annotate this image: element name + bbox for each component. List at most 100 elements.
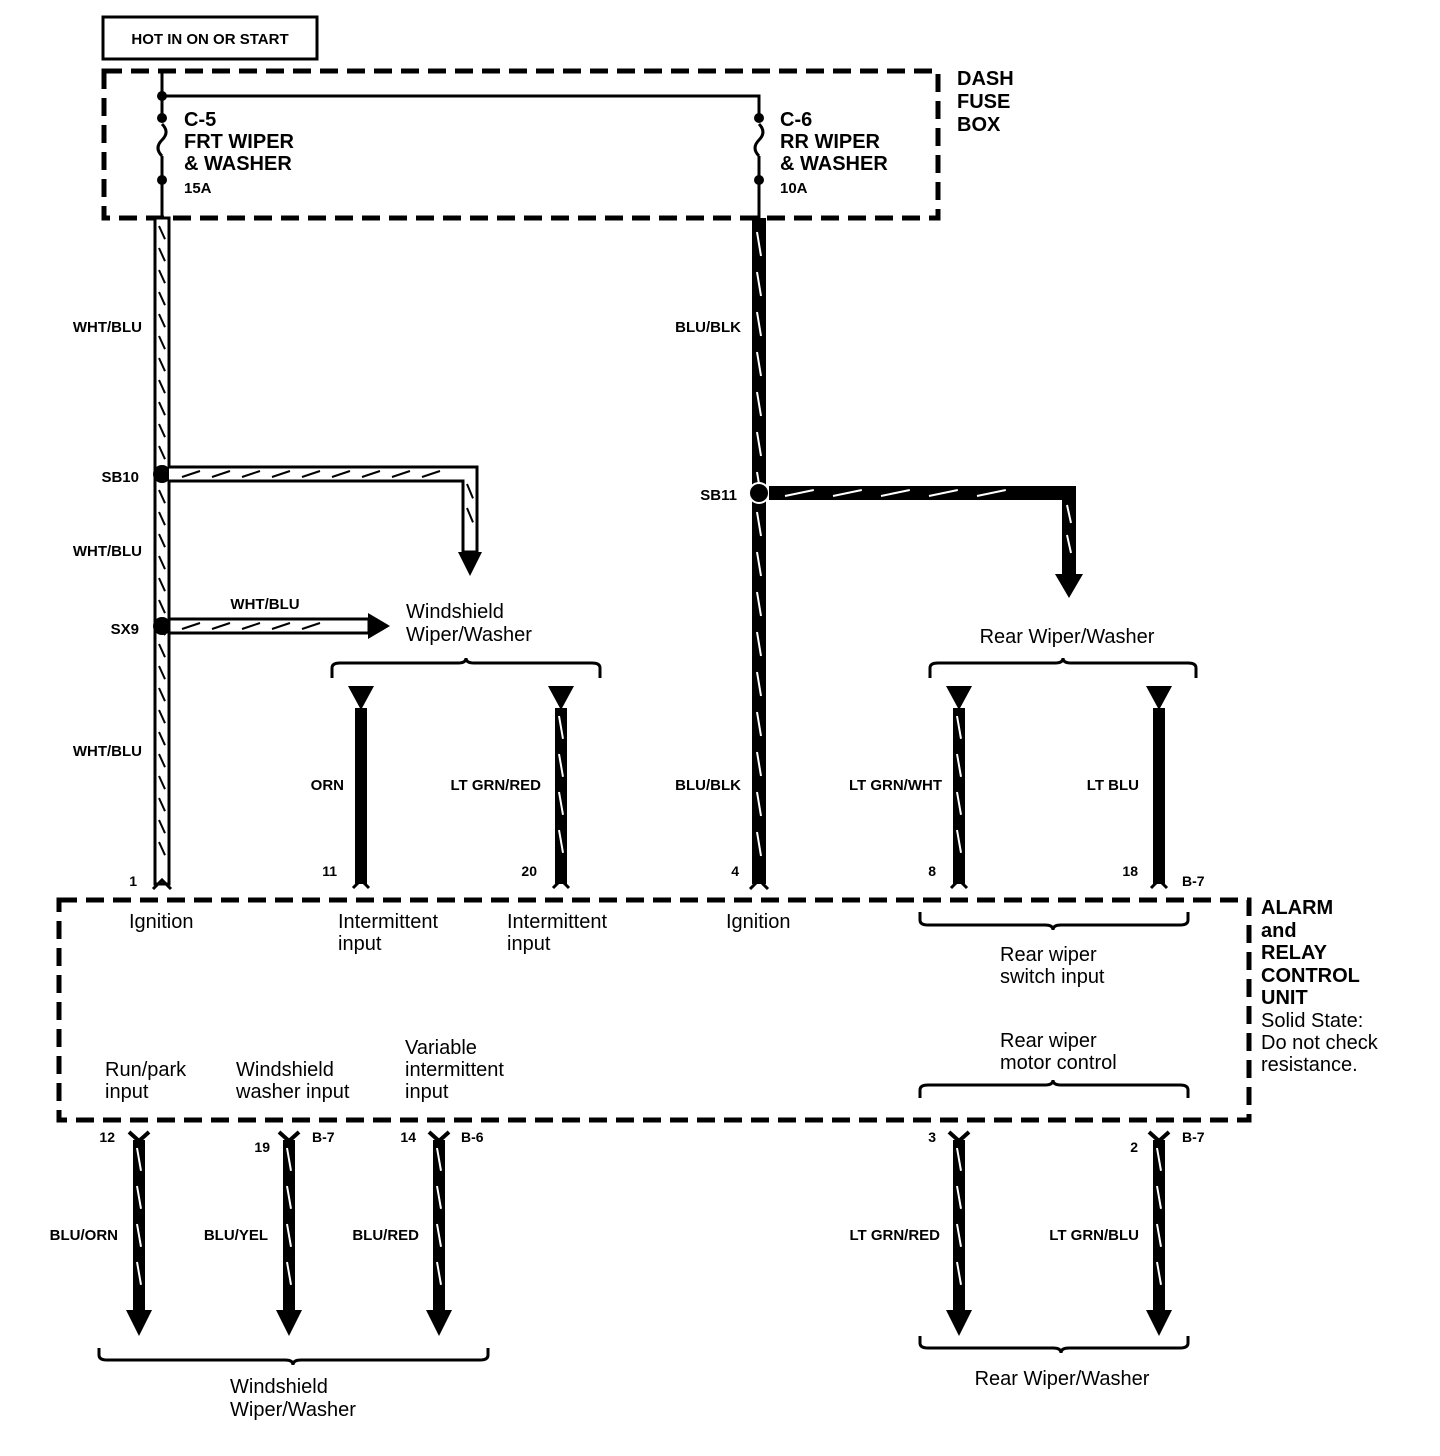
brace-rear-switch — [918, 912, 1190, 931]
input-ignition-4: Ignition — [726, 911, 791, 933]
wire-label-rear-lower: BLU/BLK — [675, 777, 741, 794]
brace-rear-top — [928, 657, 1198, 678]
unit-note-1: Solid State: — [1261, 1010, 1363, 1032]
rear-main-wire — [752, 218, 766, 884]
wire-label-int20: LT GRN/RED — [450, 777, 541, 794]
unit-title-4: CONTROL — [1261, 965, 1360, 987]
input-washer-2: washer input — [235, 1081, 350, 1103]
fuse-c5 — [156, 91, 168, 218]
input-rear-switch-2: switch input — [1000, 966, 1105, 988]
unit-title-1: ALARM — [1261, 897, 1333, 919]
fuse-c6-rating: 10A — [780, 180, 808, 197]
wire-label-front-middle: WHT/BLU — [73, 543, 142, 560]
sx9-branch-wire — [167, 613, 390, 639]
wire-variable-14-arrow — [426, 1310, 452, 1336]
wire-label-rear-switch-18: LT BLU — [1087, 777, 1139, 794]
wire-rear-motor-3-arrow — [946, 1310, 972, 1336]
pin-19: 19 — [254, 1139, 270, 1155]
input-int20-2: input — [507, 933, 551, 955]
input-rear-motor-2: motor control — [1000, 1052, 1117, 1074]
unit-note-2: Do not check — [1261, 1032, 1379, 1054]
input-rear-motor-1: Rear wiper — [1000, 1030, 1097, 1052]
connector-b6-14: B-6 — [461, 1129, 484, 1145]
wire-runpark-12-arrow — [126, 1310, 152, 1336]
splice-sx9-label: SX9 — [111, 621, 139, 638]
input-variable-2: intermittent — [405, 1059, 504, 1081]
splice-sb11 — [748, 482, 770, 504]
unit-title-3: RELAY — [1261, 942, 1328, 964]
input-variable-3: input — [405, 1081, 449, 1103]
brace-rear-bottom — [918, 1336, 1190, 1354]
fuse-c6-name-1: RR WIPER — [780, 131, 881, 153]
pin-8: 8 — [928, 863, 936, 879]
connector-b7-2: B-7 — [1182, 1129, 1205, 1145]
pin-12: 12 — [99, 1129, 115, 1145]
unit-title-5: UNIT — [1261, 987, 1308, 1009]
fuse-c5-id: C-5 — [184, 109, 216, 131]
input-int11-2: input — [338, 933, 382, 955]
wire-rear-switch-18 — [1146, 686, 1172, 890]
brace-windshield-bottom — [97, 1348, 490, 1366]
unit-title-2: and — [1261, 920, 1297, 942]
fuse-box-title-2: FUSE — [957, 91, 1010, 113]
wire-label-rear-motor-3: LT GRN/RED — [849, 1227, 940, 1244]
fuse-c5-name-1: FRT WIPER — [184, 131, 295, 153]
sb10-branch-wire — [169, 465, 482, 576]
input-int11-1: Intermittent — [338, 911, 438, 933]
input-runpark-1: Run/park — [105, 1059, 187, 1081]
fuse-box-title-1: DASH — [957, 68, 1014, 90]
wire-int11 — [348, 686, 374, 890]
splice-sb10 — [153, 465, 171, 483]
sb11-branch-wire — [769, 486, 1083, 598]
wire-label-rear-motor-2: LT GRN/BLU — [1049, 1227, 1139, 1244]
fuse-box-title-3: BOX — [957, 114, 1001, 136]
fuse-c6-id: C-6 — [780, 109, 812, 131]
wire-label-front-upper: WHT/BLU — [73, 319, 142, 336]
fuse-c5-rating: 15A — [184, 180, 212, 197]
wire-rear-switch-8 — [946, 686, 972, 890]
wire-rear-motor-2 — [1146, 1130, 1172, 1336]
dest-windshield-top-2: Wiper/Washer — [406, 624, 532, 646]
splice-sb11-label: SB11 — [700, 487, 737, 504]
pin-4: 4 — [731, 863, 739, 879]
wire-label-rear-switch-8: LT GRN/WHT — [849, 777, 942, 794]
wire-washer-19 — [276, 1130, 302, 1336]
pin-11: 11 — [322, 863, 337, 879]
power-source-label: HOT IN ON OR START — [131, 31, 288, 48]
unit-note-3: resistance. — [1261, 1054, 1358, 1076]
connector-b7-19: B-7 — [312, 1129, 335, 1145]
connector-b7-top: B-7 — [1182, 873, 1205, 889]
pin-14: 14 — [400, 1129, 416, 1145]
front-main-wire — [153, 216, 171, 886]
input-ignition-1: Ignition — [129, 911, 194, 933]
wire-label-runpark-12: BLU/ORN — [50, 1227, 118, 1244]
pin-3: 3 — [928, 1129, 936, 1145]
wire-label-front-lower: WHT/BLU — [73, 743, 142, 760]
wire-label-sx9-branch: WHT/BLU — [230, 596, 299, 613]
wire-label-rear-upper: BLU/BLK — [675, 319, 741, 336]
wire-runpark-12 — [126, 1130, 152, 1336]
control-unit-box — [56, 897, 1252, 1123]
fuse-c6-name-2: & WASHER — [780, 153, 888, 175]
power-source-box — [101, 15, 319, 61]
power-bus — [162, 94, 761, 118]
wire-rear-motor-3 — [946, 1130, 972, 1336]
pin-1: 1 — [129, 873, 137, 889]
input-variable-1: Variable — [405, 1037, 477, 1059]
pin-20: 20 — [521, 863, 537, 879]
dest-windshield-bottom-1: Windshield — [230, 1376, 328, 1398]
fuse-c6 — [753, 113, 765, 218]
brace-windshield-top — [330, 657, 602, 678]
splice-sb10-label: SB10 — [101, 469, 139, 486]
pin-18: 18 — [1122, 863, 1138, 879]
input-rear-switch-1: Rear wiper — [1000, 944, 1097, 966]
wire-rear-motor-2-arrow — [1146, 1310, 1172, 1336]
dest-rear-top: Rear Wiper/Washer — [980, 626, 1155, 648]
input-runpark-2: input — [105, 1081, 149, 1103]
input-int20-1: Intermittent — [507, 911, 607, 933]
wire-label-variable-14: BLU/RED — [352, 1227, 419, 1244]
input-washer-1: Windshield — [236, 1059, 334, 1081]
wire-washer-19-arrow — [276, 1310, 302, 1336]
wire-label-int11: ORN — [311, 777, 344, 794]
